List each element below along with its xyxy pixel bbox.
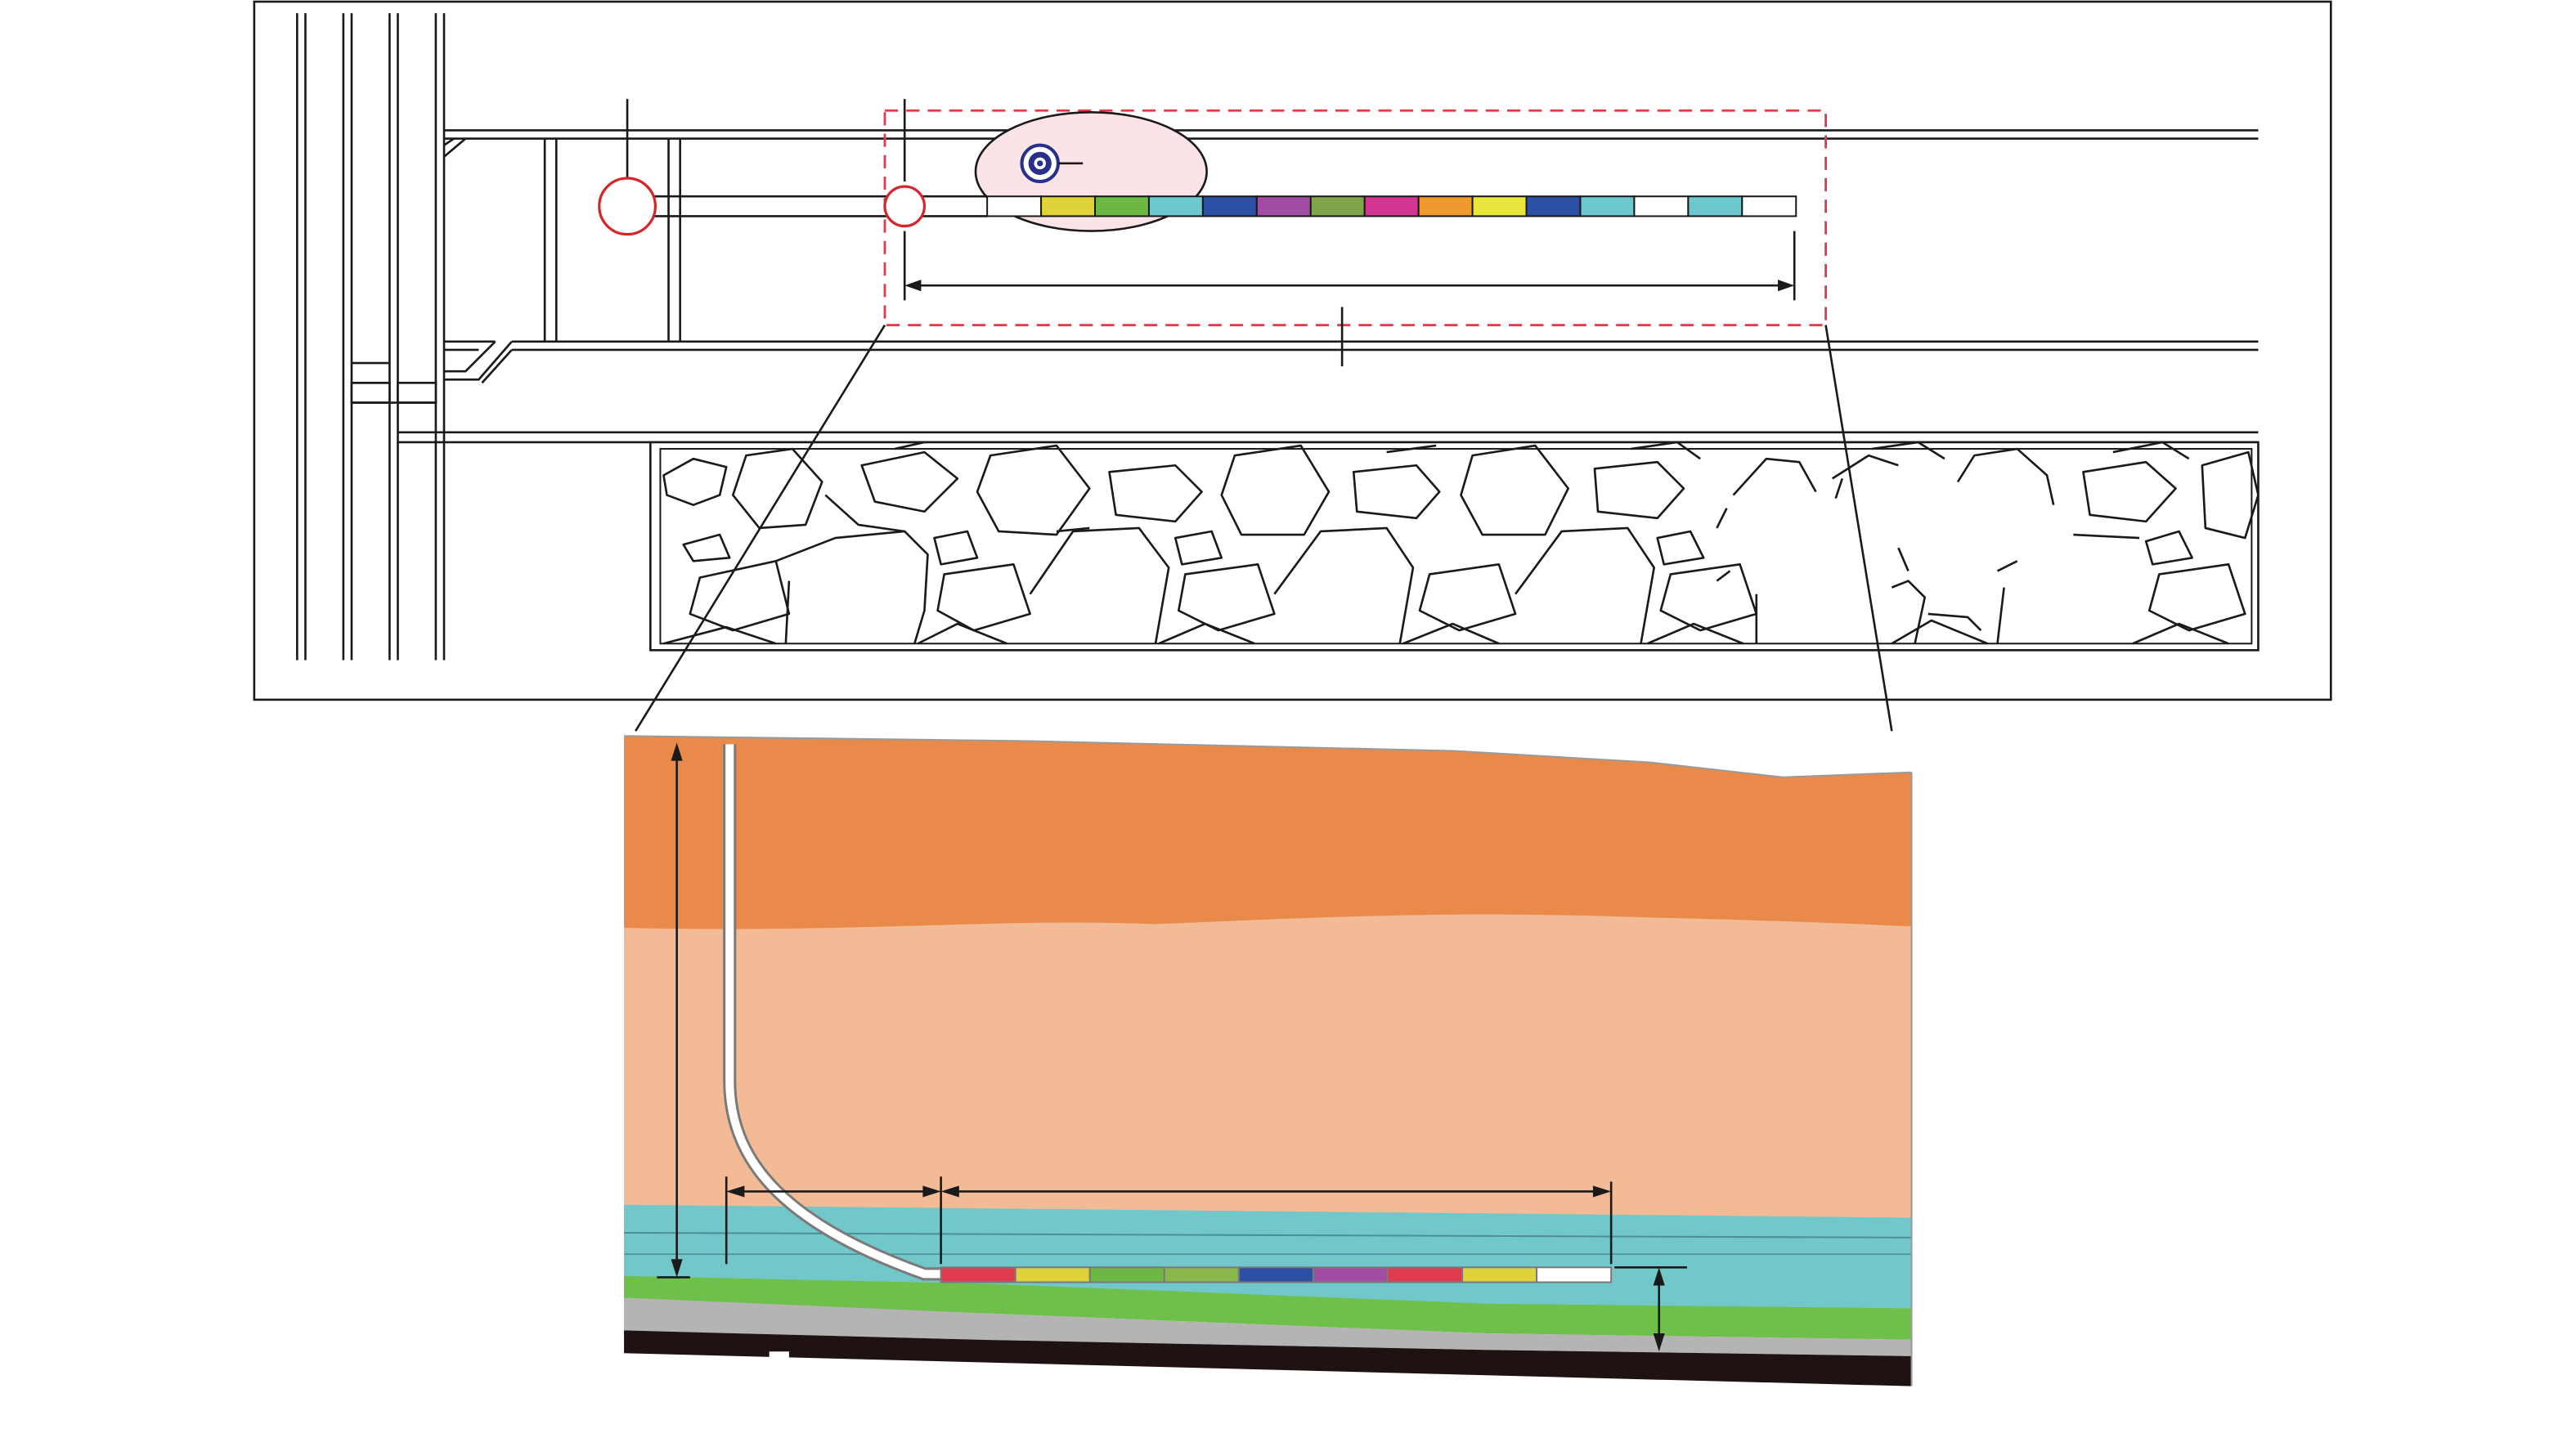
section-fracturing-stages (940, 1266, 1613, 1283)
goaf-collapse-zone (649, 441, 2260, 652)
fracturing-stage-segment (1741, 195, 1797, 217)
plan-length-dimension (903, 231, 1796, 367)
fracturing-stage-segment (1088, 1266, 1165, 1283)
coal-band (624, 1275, 1912, 1341)
fracturing-stage-segment (1633, 195, 1690, 217)
drill-site-marker (598, 177, 657, 236)
middle-stratum (624, 914, 1912, 1221)
rubble-blocks (662, 441, 2260, 645)
upper-stratum (624, 736, 1912, 941)
rig-icon (1020, 143, 1084, 184)
fracturing-stage-segment (1471, 195, 1528, 217)
fracturing-stage-segment (1386, 1266, 1464, 1283)
plan-view (253, 0, 2332, 732)
fracturing-stage-segment (1363, 195, 1420, 217)
fracturing-stage-segment (1417, 195, 1474, 217)
fracturing-stage-segment (1536, 1266, 1613, 1283)
fracturing-stage-segment (1687, 195, 1744, 217)
fracturing-stage-segment (1201, 195, 1258, 217)
fracturing-stage-segment (1312, 1266, 1389, 1283)
fracturing-stage-segment (1237, 1266, 1314, 1283)
borehole-entry-marker (883, 185, 927, 228)
fracturing-stage-segment (1014, 1266, 1091, 1283)
floor-grey (624, 1297, 1912, 1357)
fracturing-stage-segment (1525, 195, 1582, 217)
vertical-roadways (296, 13, 446, 661)
fracturing-stage-segment (1163, 1266, 1240, 1283)
zoom-leader-lines (635, 324, 1893, 732)
fracturing-stage-segment (940, 1266, 1016, 1283)
plan-fracturing-stages (986, 195, 1797, 217)
fracturing-stage-segment (986, 195, 1043, 217)
section-view (624, 735, 1913, 1386)
fracturing-stage-segment (1040, 195, 1097, 217)
fracturing-stage-segment (1461, 1266, 1538, 1283)
fracturing-stage-segment (1147, 195, 1204, 217)
floor-sample-marker (769, 1351, 789, 1365)
fracturing-stage-segment (1309, 195, 1366, 217)
plan-borehole (626, 99, 988, 217)
fracturing-stage-segment (1255, 195, 1312, 217)
fracturing-stage-segment (1093, 195, 1150, 217)
fracturing-stage-segment (1579, 195, 1636, 217)
section-dimensions (657, 742, 1688, 1352)
